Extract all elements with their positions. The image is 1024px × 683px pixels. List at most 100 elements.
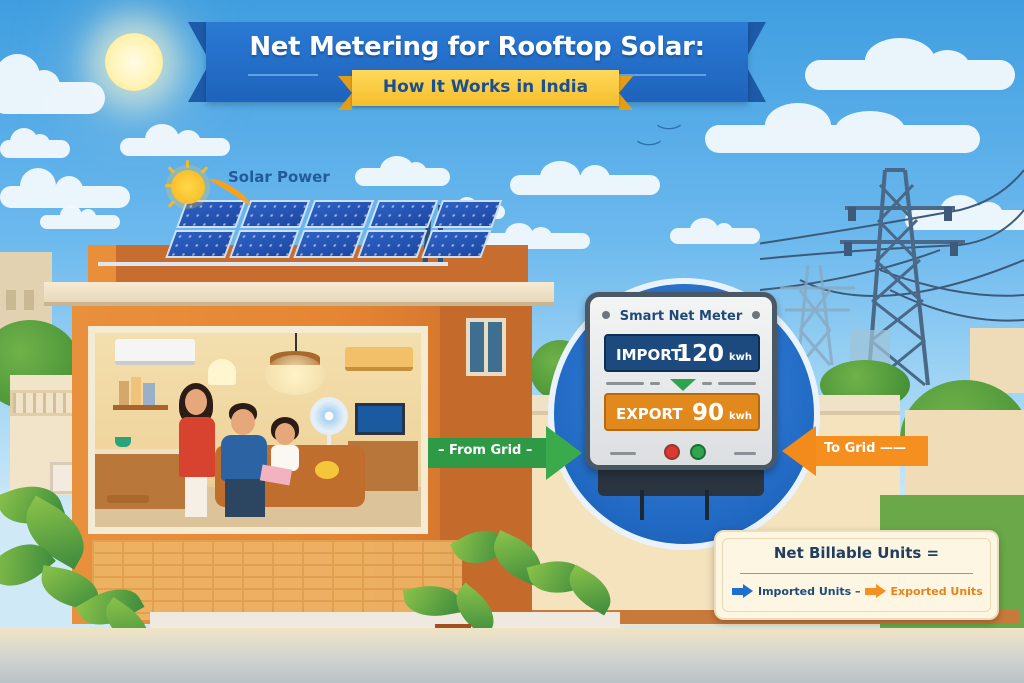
father-pants	[225, 479, 265, 517]
to-grid-label: To Grid ——	[824, 441, 906, 456]
divider	[702, 382, 712, 385]
mother-pants	[185, 477, 207, 517]
bowl-icon	[115, 437, 131, 447]
meter-cable	[705, 490, 709, 520]
wall-shelf	[113, 405, 168, 410]
ribbon-tail	[338, 76, 352, 110]
blue-arrow-icon	[732, 584, 754, 598]
stool	[107, 495, 149, 503]
bird-icon: ︶	[636, 140, 662, 161]
ribbon-body	[352, 70, 619, 106]
banner-tail	[744, 22, 766, 102]
fan-icon	[310, 397, 348, 435]
solar-panels	[105, 198, 503, 264]
house-window	[466, 318, 506, 376]
solar-panel	[357, 230, 428, 258]
meter-export-display: EXPORT 90 kwh	[604, 393, 760, 431]
banner-rule	[248, 74, 318, 76]
building-window	[6, 290, 16, 310]
divider	[650, 382, 660, 385]
net-billable-formula-box: Net Billable Units = Imported Units – Ex…	[714, 530, 999, 620]
mother-head	[185, 389, 207, 415]
sun-ray	[167, 166, 176, 174]
brick-wall	[92, 540, 462, 620]
page-subtitle: How It Works in India	[382, 77, 589, 97]
cloud-icon	[0, 128, 70, 158]
subtitle-ribbon: How It Works in India	[338, 70, 633, 110]
shelf-item	[131, 377, 141, 405]
cloud-icon	[705, 103, 980, 153]
solar-sun-icon	[171, 170, 205, 204]
cloud-icon	[40, 205, 120, 229]
air-conditioner-icon	[345, 347, 413, 371]
formula-frame	[722, 538, 991, 612]
cushion	[315, 461, 339, 479]
solar-panel	[240, 200, 311, 228]
ribbon-tail	[619, 76, 633, 110]
divider	[606, 382, 644, 385]
pavement	[0, 628, 1024, 683]
solar-panel	[165, 230, 236, 258]
green-led-icon	[690, 444, 706, 460]
sun-ray	[200, 166, 209, 174]
export-label: EXPORT	[616, 405, 683, 423]
imported-units-label: Imported Units –	[758, 584, 861, 598]
building-window	[24, 290, 34, 310]
banner-tail	[188, 22, 210, 102]
shelf-item	[119, 381, 129, 405]
solar-panel	[421, 230, 492, 258]
arrow-right-icon	[546, 426, 582, 480]
tv-icon	[355, 403, 405, 435]
divider	[718, 382, 756, 385]
mother-dress	[179, 417, 215, 477]
import-unit: kwh	[728, 352, 752, 363]
lamp-cord	[295, 333, 297, 353]
arrow-body	[816, 436, 928, 466]
arrow-body	[428, 438, 546, 468]
lamp-glow	[265, 355, 325, 395]
girl-head	[275, 423, 295, 445]
air-conditioner-icon	[115, 339, 195, 365]
smart-net-meter: Smart Net Meter IMPORT 120 kwh EXPORT 90…	[585, 292, 777, 470]
cloud-icon	[120, 124, 230, 156]
wall-light-icon	[208, 359, 236, 385]
meter-base	[598, 470, 764, 496]
father-shirt	[221, 435, 267, 481]
import-value: 120	[675, 341, 724, 367]
exported-units-label: Exported Units	[890, 584, 983, 598]
indicator-slot	[610, 452, 636, 455]
page-title: Net Metering for Rooftop Solar:	[249, 32, 705, 62]
meter-cable	[640, 490, 644, 520]
meter-title: Smart Net Meter	[619, 309, 743, 324]
sun-ray	[186, 160, 189, 168]
cloud-icon	[510, 161, 660, 195]
solar-panel	[304, 200, 375, 228]
solar-panel	[293, 230, 364, 258]
red-led-icon	[664, 444, 680, 460]
formula-title: Net Billable Units =	[773, 544, 940, 562]
export-value: 90	[691, 400, 724, 426]
solar-panel	[368, 200, 439, 228]
formula-divider	[740, 573, 973, 574]
orange-arrow-icon	[864, 584, 887, 598]
arrow-down-icon	[670, 379, 696, 391]
export-unit: kwh	[728, 411, 752, 422]
panel-rail	[98, 262, 448, 266]
solar-panel	[229, 230, 300, 258]
bird-icon: ︶	[656, 124, 682, 145]
cloud-icon	[670, 218, 760, 244]
arrow-left-icon	[782, 426, 816, 476]
screw-icon	[602, 311, 610, 319]
living-room-scene	[88, 326, 428, 534]
shelf-item	[143, 383, 155, 405]
solar-power-label: Solar Power	[228, 168, 330, 186]
from-grid-label: – From Grid –	[438, 443, 533, 458]
cloud-icon	[355, 156, 450, 186]
cloud-icon	[0, 168, 130, 208]
screw-icon	[752, 311, 760, 319]
indicator-slot	[734, 452, 756, 455]
formula-expression: Imported Units – Exported Units	[732, 584, 983, 598]
cloud-icon	[805, 38, 1015, 90]
banner-rule	[606, 74, 706, 76]
